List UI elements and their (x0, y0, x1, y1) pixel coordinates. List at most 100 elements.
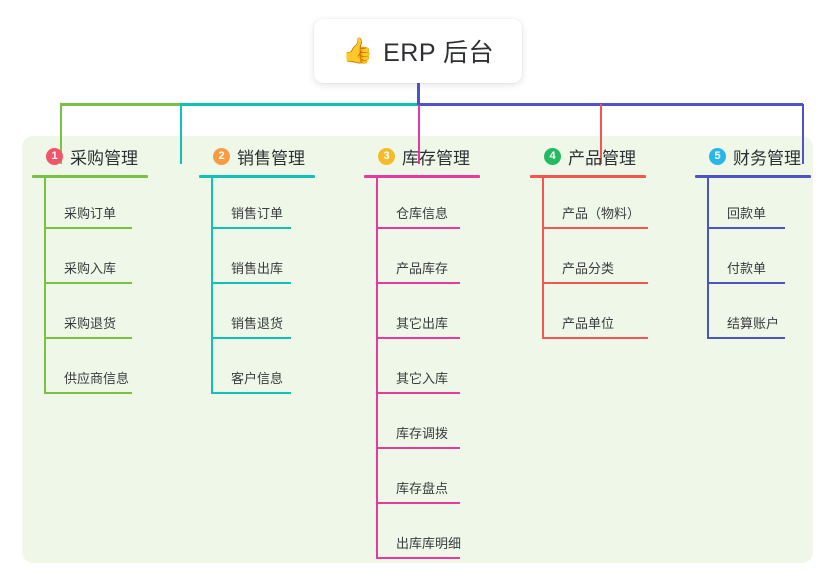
list-item-label: 采购订单 (64, 206, 117, 221)
list-item[interactable]: 产品（物料） (530, 178, 690, 233)
list-item-label: 采购入库 (64, 261, 117, 276)
category-items-list: 产品（物料） 产品分类产品单位 (530, 178, 690, 343)
list-item[interactable]: 销售出库 (199, 233, 359, 288)
category-title: 财务管理 (733, 148, 801, 168)
list-item[interactable]: 产品库存 (364, 233, 524, 288)
category-underline (695, 175, 811, 178)
category-number-badge: 1 (46, 147, 63, 165)
list-item[interactable]: 销售退货 (199, 288, 359, 343)
category-number-badge: 5 (709, 147, 726, 165)
category-header-1[interactable]: 1 采购管理 (32, 144, 192, 168)
categories-panel (22, 136, 813, 563)
list-item-underline (211, 282, 291, 284)
list-item-label: 采购退货 (64, 316, 117, 331)
drop-connector-4 (600, 104, 602, 164)
list-item[interactable]: 其它出库 (364, 288, 524, 343)
category-column-5: 5 财务管理回款单付款单结算账户 (695, 144, 839, 343)
category-underline (530, 175, 646, 178)
list-item-underline (211, 337, 291, 339)
list-item-underline (707, 282, 785, 284)
list-item-underline (376, 557, 460, 559)
drop-connector-1 (60, 104, 62, 164)
bus-segment-3 (418, 103, 803, 106)
category-items-list: 回款单付款单结算账户 (695, 178, 839, 343)
list-item-underline (542, 337, 648, 339)
list-item-underline (376, 392, 460, 394)
list-item-underline (376, 447, 460, 449)
list-item-label: 结算账户 (727, 316, 780, 331)
category-underline (364, 175, 480, 178)
list-item[interactable]: 销售订单 (199, 178, 359, 233)
list-item-label: 销售订单 (231, 206, 284, 221)
list-item[interactable]: 采购入库 (32, 233, 192, 288)
list-item[interactable]: 产品分类 (530, 233, 690, 288)
category-column-3: 3 库存管理仓库信息产品库存其它出库其它入库库存调拨库存盘点出库库明细 (364, 144, 524, 563)
category-column-2: 2 销售管理销售订单销售出库销售退货客户信息 (199, 144, 359, 398)
category-header-3[interactable]: 3 库存管理 (364, 144, 524, 168)
list-item[interactable]: 付款单 (695, 233, 839, 288)
list-item[interactable]: 结算账户 (695, 288, 839, 343)
list-item[interactable]: 库存调拨 (364, 398, 524, 453)
list-item[interactable]: 供应商信息 (32, 343, 192, 398)
list-item-underline (376, 227, 460, 229)
category-number-badge: 4 (544, 147, 561, 165)
list-item-underline (376, 282, 460, 284)
category-spine (376, 178, 378, 559)
bus-segment-1 (60, 103, 180, 106)
category-title: 采购管理 (70, 148, 138, 168)
list-item-label: 销售退货 (231, 316, 284, 331)
list-item-label: 回款单 (727, 206, 767, 221)
list-item[interactable]: 产品单位 (530, 288, 690, 343)
category-header-2[interactable]: 2 销售管理 (199, 144, 359, 168)
root-node-title: ERP 后台 (383, 39, 495, 67)
category-spine (542, 178, 544, 339)
list-item-label: 产品分类 (562, 261, 615, 276)
drop-connector-2 (180, 104, 182, 164)
list-item-underline (707, 227, 785, 229)
category-spine (707, 178, 709, 339)
list-item-label: 产品单位 (562, 316, 615, 331)
category-title: 销售管理 (237, 148, 305, 168)
category-number-badge: 3 (378, 147, 395, 165)
list-item-label: 库存盘点 (396, 481, 449, 496)
list-item-underline (211, 392, 291, 394)
category-spine (44, 178, 46, 394)
list-item[interactable]: 库存盘点 (364, 453, 524, 508)
category-spine (211, 178, 213, 394)
list-item-label: 库存调拨 (396, 426, 449, 441)
list-item-underline (44, 282, 132, 284)
list-item-underline (211, 227, 291, 229)
category-underline (32, 175, 148, 178)
list-item-label: 其它入库 (396, 371, 449, 386)
list-item-label: 销售出库 (231, 261, 284, 276)
list-item-underline (542, 282, 648, 284)
list-item[interactable]: 客户信息 (199, 343, 359, 398)
drop-connector-3 (418, 104, 420, 164)
list-item-underline (376, 337, 460, 339)
list-item[interactable]: 回款单 (695, 178, 839, 233)
drop-connector-5 (802, 104, 804, 164)
list-item-underline (542, 227, 648, 229)
category-title: 库存管理 (402, 148, 470, 168)
list-item-underline (376, 502, 460, 504)
list-item[interactable]: 其它入库 (364, 343, 524, 398)
list-item[interactable]: 采购退货 (32, 288, 192, 343)
list-item-underline (44, 337, 132, 339)
root-node-erp-backend[interactable]: 👍 ERP 后台 (314, 19, 522, 83)
list-item[interactable]: 出库库明细 (364, 508, 524, 563)
list-item[interactable]: 仓库信息 (364, 178, 524, 233)
root-stem-connector (417, 83, 420, 105)
list-item-label: 产品库存 (396, 261, 449, 276)
category-items-list: 仓库信息产品库存其它出库其它入库库存调拨库存盘点出库库明细 (364, 178, 524, 563)
list-item-label: 付款单 (727, 261, 767, 276)
list-item[interactable]: 采购订单 (32, 178, 192, 233)
category-header-5[interactable]: 5 财务管理 (695, 144, 839, 168)
category-number-badge: 2 (213, 147, 230, 165)
list-item-label: 出库库明细 (396, 536, 462, 551)
list-item-label: 其它出库 (396, 316, 449, 331)
list-item-label: 客户信息 (231, 371, 284, 386)
list-item-label: 供应商信息 (64, 371, 130, 386)
